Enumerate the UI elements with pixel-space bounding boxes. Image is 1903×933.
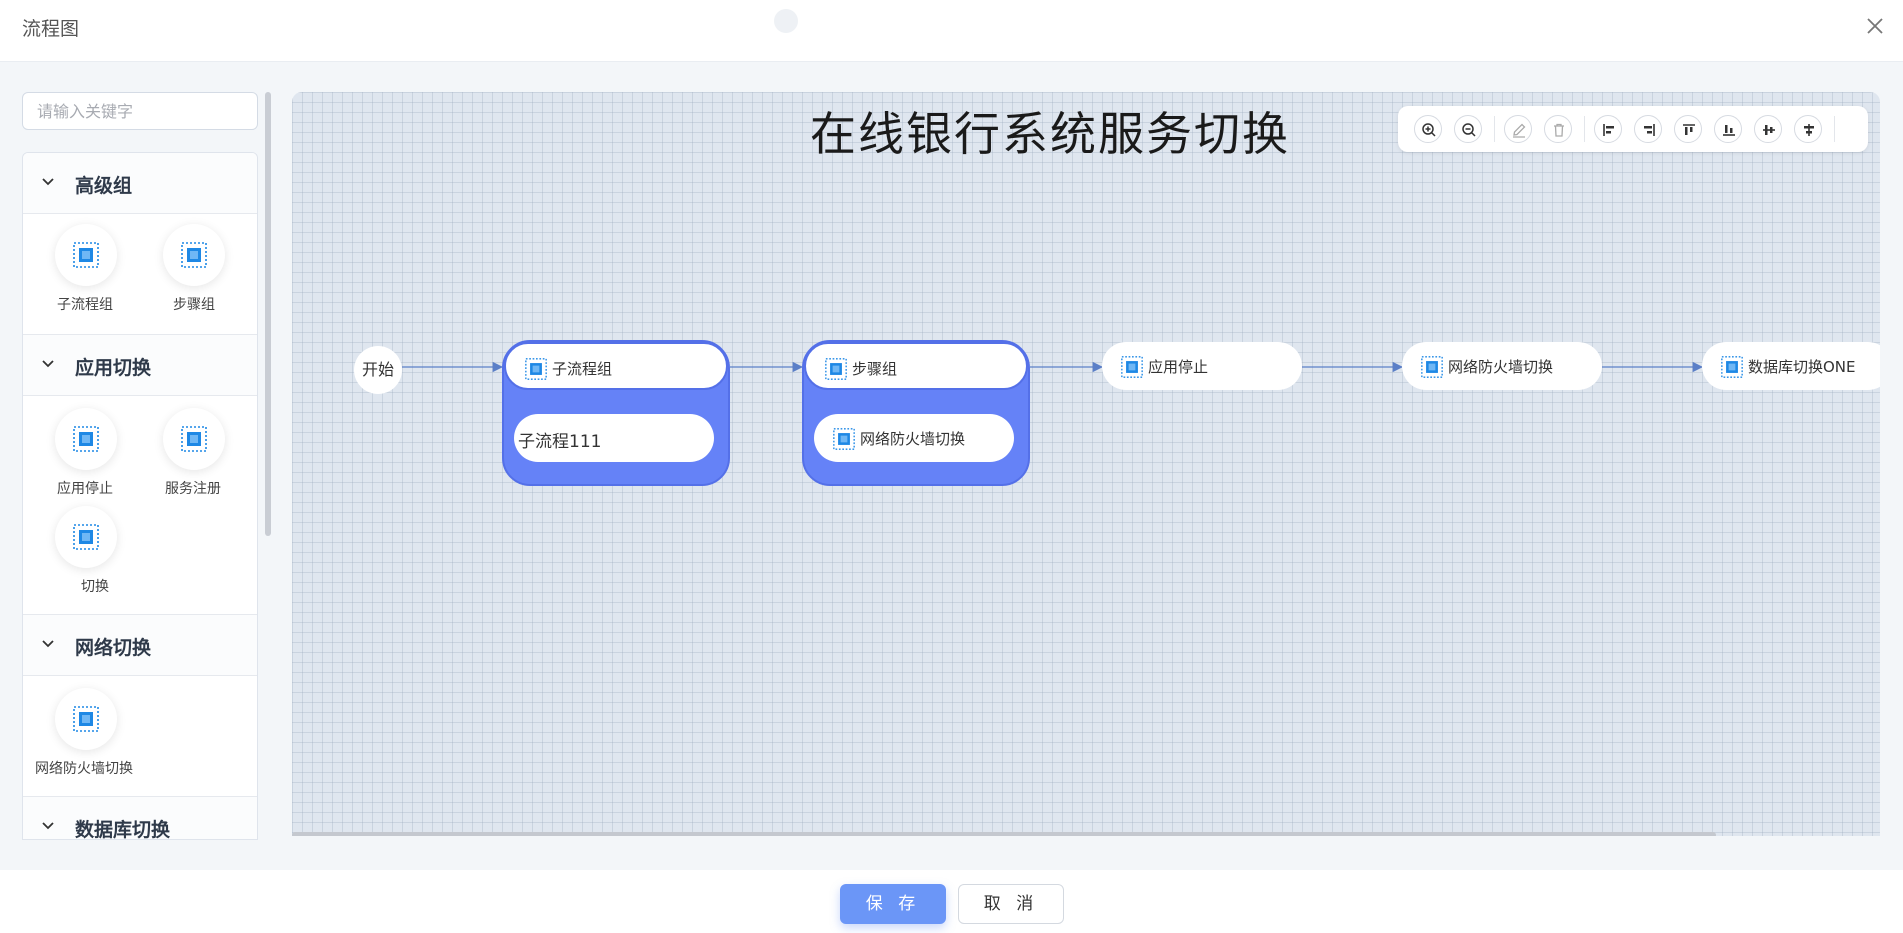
palette-group-network-switch[interactable]: 网络切换 bbox=[23, 615, 257, 676]
toolbar-divider bbox=[1584, 116, 1585, 142]
delete-button[interactable] bbox=[1544, 115, 1572, 143]
task-node-app-stop[interactable]: 应用停止 bbox=[1102, 342, 1302, 390]
node-icon bbox=[181, 242, 207, 268]
palette-item-subflow-group[interactable]: 子流程组 bbox=[23, 214, 133, 313]
node-icon bbox=[1721, 356, 1743, 378]
close-icon[interactable] bbox=[1863, 14, 1887, 38]
palette-item-firewall-switch[interactable]: 网络防火墙切换 bbox=[23, 678, 133, 777]
flow-edges bbox=[402, 361, 1704, 373]
align-top-icon bbox=[1683, 124, 1695, 135]
palette-group-db-switch[interactable]: 数据库切换 bbox=[23, 797, 257, 840]
node-icon bbox=[73, 524, 99, 550]
align-top-button[interactable] bbox=[1674, 115, 1702, 143]
align-center-horizontal-icon bbox=[1804, 124, 1814, 136]
task-node-db-switch[interactable]: 数据库切换ONE bbox=[1702, 342, 1880, 390]
subflow-group-node[interactable]: 子流程组 子流程111 bbox=[502, 340, 730, 486]
sidebar-scrollbar[interactable] bbox=[265, 92, 271, 536]
chevron-down-icon bbox=[42, 822, 54, 830]
task-node-firewall-switch[interactable]: 网络防火墙切换 bbox=[1402, 342, 1602, 390]
node-label: 网络防火墙切换 bbox=[1448, 358, 1554, 376]
zoom-in-button[interactable] bbox=[1414, 115, 1442, 143]
node-icon bbox=[73, 426, 99, 452]
chevron-down-icon bbox=[42, 360, 54, 368]
node-icon bbox=[73, 242, 99, 268]
align-center-vertical-icon bbox=[1763, 125, 1775, 135]
palette-group-title: 数据库切换 bbox=[75, 819, 171, 840]
flow-canvas[interactable]: 在线银行系统服务切换 开始 子流程组 子流程111 bbox=[292, 92, 1880, 836]
palette-group-body: 应用停止 服务注册 切换 bbox=[23, 396, 257, 615]
align-bottom-icon bbox=[1723, 125, 1735, 136]
edit-icon bbox=[1513, 123, 1526, 138]
dialog-title: 流程图 bbox=[22, 18, 80, 40]
palette-group-body: 子流程组 步骤组 bbox=[23, 214, 257, 335]
zoom-out-button[interactable] bbox=[1454, 115, 1482, 143]
node-icon bbox=[525, 358, 547, 380]
align-left-button[interactable] bbox=[1594, 115, 1622, 143]
zoom-in-icon bbox=[1422, 123, 1436, 137]
toolbar-divider bbox=[1494, 116, 1495, 142]
canvas-title: 在线银行系统服务切换 bbox=[810, 107, 1290, 161]
save-button[interactable]: 保 存 bbox=[840, 884, 946, 924]
node-label: 网络防火墙切换 bbox=[860, 430, 966, 448]
top-indicator bbox=[774, 9, 798, 33]
node-label: 子流程组 bbox=[552, 360, 613, 378]
palette-item-switch[interactable]: 切换 bbox=[23, 496, 133, 595]
palette-item-step-group[interactable]: 步骤组 bbox=[131, 214, 241, 313]
toolbar-divider bbox=[1834, 116, 1835, 142]
align-right-icon bbox=[1644, 124, 1655, 136]
node-icon bbox=[1421, 356, 1443, 378]
group-header[interactable]: 子流程组 bbox=[504, 342, 728, 390]
node-icon bbox=[73, 706, 99, 732]
align-middle-button[interactable] bbox=[1754, 115, 1782, 143]
node-label: 步骤组 bbox=[852, 360, 898, 378]
node-label: 子流程111 bbox=[518, 432, 602, 452]
palette-group-body: 网络防火墙切换 bbox=[23, 676, 257, 797]
palette-group-app-switch[interactable]: 应用切换 bbox=[23, 335, 257, 396]
align-center-button[interactable] bbox=[1794, 115, 1822, 143]
edit-button[interactable] bbox=[1504, 115, 1532, 143]
palette-item-label: 服务注册 bbox=[165, 481, 221, 497]
palette-group-title: 网络切换 bbox=[75, 637, 152, 659]
chevron-down-icon bbox=[42, 640, 54, 648]
palette-group-title: 高级组 bbox=[75, 175, 133, 197]
child-node[interactable]: 网络防火墙切换 bbox=[814, 414, 1014, 462]
group-header[interactable]: 步骤组 bbox=[804, 342, 1028, 390]
palette-group-title: 应用切换 bbox=[75, 357, 152, 379]
node-icon bbox=[181, 426, 207, 452]
palette-item-label: 应用停止 bbox=[57, 481, 113, 497]
dialog-header: 流程图 bbox=[0, 0, 1903, 62]
align-bottom-button[interactable] bbox=[1714, 115, 1742, 143]
search-input[interactable] bbox=[22, 92, 258, 130]
node-label: 数据库切换ONE bbox=[1748, 358, 1856, 376]
node-icon bbox=[1121, 356, 1143, 378]
node-icon bbox=[833, 428, 855, 450]
node-palette: 高级组 子流程组 步骤组 应用切换 应用停止 服务注册 切换 网络切换 bbox=[22, 152, 258, 840]
palette-item-label: 步骤组 bbox=[173, 297, 215, 313]
cancel-button[interactable]: 取 消 bbox=[958, 884, 1064, 924]
canvas-toolbar bbox=[1398, 106, 1868, 152]
palette-item-label: 网络防火墙切换 bbox=[35, 761, 133, 777]
palette-item-label: 切换 bbox=[81, 579, 109, 595]
palette-item-label: 子流程组 bbox=[57, 297, 113, 313]
step-group-node[interactable]: 步骤组 网络防火墙切换 bbox=[802, 340, 1030, 486]
palette-item-service-register[interactable]: 服务注册 bbox=[131, 398, 241, 497]
align-left-icon bbox=[1603, 124, 1614, 136]
canvas-horizontal-scrollbar[interactable] bbox=[292, 832, 1716, 836]
palette-item-app-stop[interactable]: 应用停止 bbox=[23, 398, 133, 497]
start-node[interactable]: 开始 bbox=[354, 346, 402, 394]
dialog-footer bbox=[0, 870, 1903, 933]
chevron-down-icon bbox=[42, 178, 54, 186]
child-node[interactable]: 子流程111 bbox=[514, 414, 714, 462]
palette-group-advanced[interactable]: 高级组 bbox=[23, 153, 257, 214]
delete-icon bbox=[1554, 123, 1564, 137]
align-right-button[interactable] bbox=[1634, 115, 1662, 143]
node-icon bbox=[825, 358, 847, 380]
zoom-out-icon bbox=[1462, 123, 1476, 137]
node-label: 应用停止 bbox=[1148, 358, 1209, 376]
